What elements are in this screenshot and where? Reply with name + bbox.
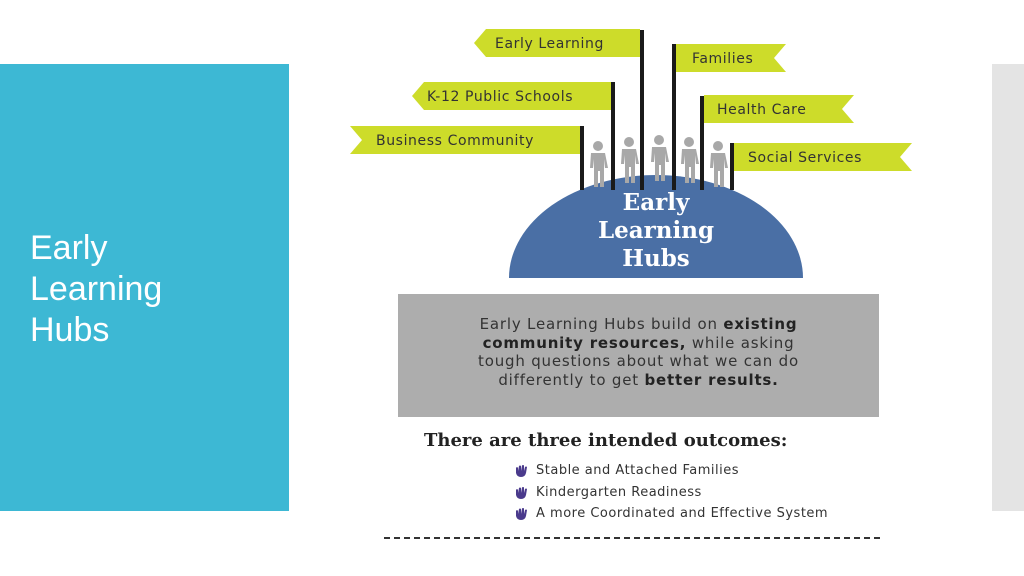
hand-icon (516, 507, 527, 520)
description-line: community resources, while asking (398, 334, 879, 352)
dome-title-line: Hubs (622, 245, 689, 272)
description-bold: existing (723, 315, 798, 333)
slide-title: Early Learning Hubs (30, 228, 270, 351)
side-panel: Early Learning Hubs (0, 64, 289, 511)
flag-k12-public-schools: K-12 Public Schools (412, 82, 611, 110)
dome-title-line: Learning (598, 217, 714, 244)
outcome-label: A more Coordinated and Effective System (536, 506, 829, 521)
description-bold: community resources, (482, 334, 687, 352)
people-group-icon (590, 135, 728, 187)
dashed-divider (384, 537, 880, 539)
outcomes-heading: There are three intended outcomes: (424, 430, 788, 451)
dome-title-line: Early (623, 189, 690, 216)
slide-title-line: Learning (30, 270, 163, 308)
description-text: differently to get (498, 371, 645, 389)
outcome-label: Stable and Attached Families (536, 463, 740, 478)
description-line: Early Learning Hubs build on existing (398, 315, 879, 333)
description-bold: better results. (644, 371, 779, 389)
slide-title-line: Hubs (30, 311, 110, 349)
flag-label: Social Services (748, 150, 862, 166)
flag-business-community: Business Community (350, 126, 580, 154)
dome-shape (509, 175, 803, 278)
flag-label: Early Learning (495, 36, 604, 52)
flag-poles (580, 30, 734, 190)
hand-icon (516, 486, 527, 499)
flag-early-learning: Early Learning (474, 29, 640, 57)
flag-label: K-12 Public Schools (427, 89, 573, 105)
flag-health-care: Health Care (704, 95, 854, 123)
hand-icon (516, 464, 527, 477)
description-box: Early Learning Hubs build on existing co… (398, 294, 879, 417)
flag-label: Business Community (376, 133, 534, 149)
description-text: while asking (686, 334, 795, 352)
description-text: Early Learning Hubs build on (479, 315, 724, 333)
hubs-illustration: Early Learning Families K-12 Public Scho… (350, 29, 912, 278)
description-line: tough questions about what we can do (478, 352, 799, 370)
outcome-label: Kindergarten Readiness (536, 485, 702, 500)
slide-title-line: Early (30, 229, 108, 267)
outcome-item: Kindergarten Readiness (515, 485, 702, 500)
outcome-item: A more Coordinated and Effective System (515, 506, 828, 521)
outcome-item: Stable and Attached Families (515, 463, 739, 478)
flag-label: Families (692, 51, 753, 67)
right-edge-strip (992, 64, 1024, 511)
flag-families: Families (676, 44, 786, 72)
flag-label: Health Care (717, 102, 806, 118)
flag-social-services: Social Services (734, 143, 912, 171)
description-line: differently to get better results. (398, 371, 879, 389)
